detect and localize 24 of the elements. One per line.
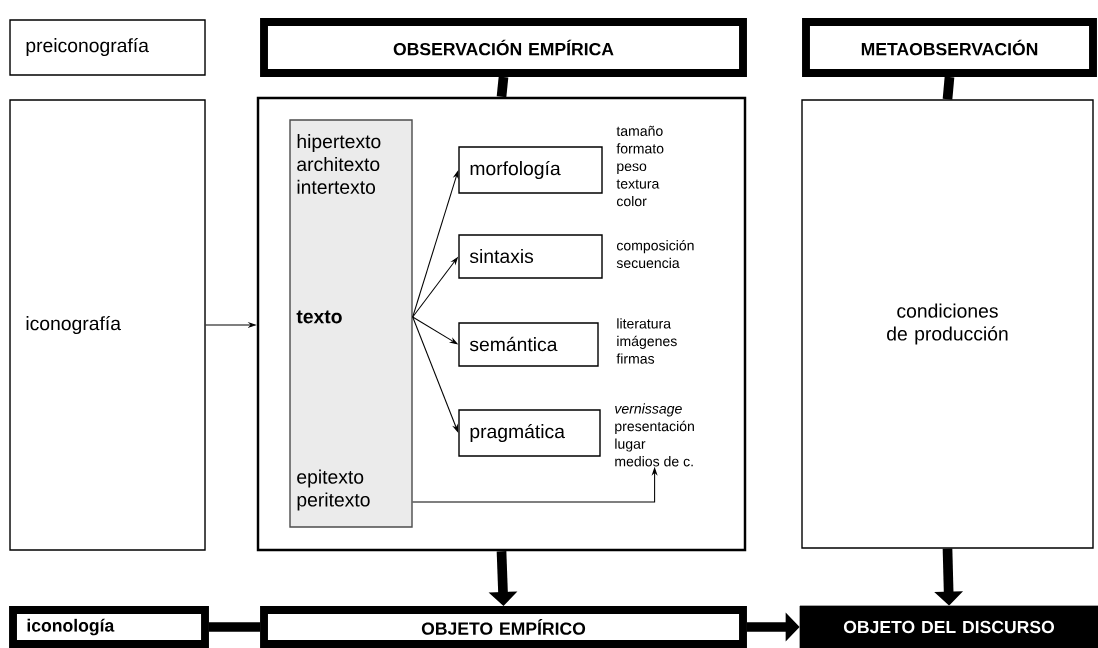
connector-bar bbox=[942, 76, 955, 100]
node-label: color bbox=[616, 195, 647, 207]
panel-box: condiciones de producción bbox=[801, 99, 1094, 549]
node-label: formato bbox=[616, 143, 664, 154]
heading-box: METAOBSERVACIÓN bbox=[802, 18, 1097, 77]
node-label: peso bbox=[617, 163, 647, 174]
category-box: semántica bbox=[458, 322, 599, 367]
node-label: textura bbox=[616, 179, 660, 189]
connector-bar bbox=[208, 622, 261, 632]
word-list: composición secuencia bbox=[616, 239, 694, 269]
category-box: morfología bbox=[458, 146, 603, 194]
word-list: literatura imágenes firmas bbox=[616, 318, 677, 364]
label-box: preiconografía bbox=[9, 19, 206, 76]
category-box: sintaxis bbox=[458, 234, 603, 279]
heading-box: OBSERVACIÓN EMPÍRICA bbox=[260, 18, 747, 77]
category-box: pragmática bbox=[458, 409, 601, 457]
connector-bar bbox=[496, 76, 509, 98]
word-list: tamaño formato peso textura color bbox=[616, 125, 664, 207]
node-label: tamaño bbox=[616, 125, 663, 136]
heading-box: OBJETO EMPÍRICO bbox=[260, 606, 747, 648]
text-column-box: hipertexto architexto intertexto texto epitexto peritexto bbox=[289, 119, 413, 528]
word-list: vernissage presentación lugar medios de c. bbox=[615, 403, 694, 467]
label-box: iconología bbox=[9, 606, 209, 648]
panel-box: iconografía bbox=[9, 99, 206, 551]
